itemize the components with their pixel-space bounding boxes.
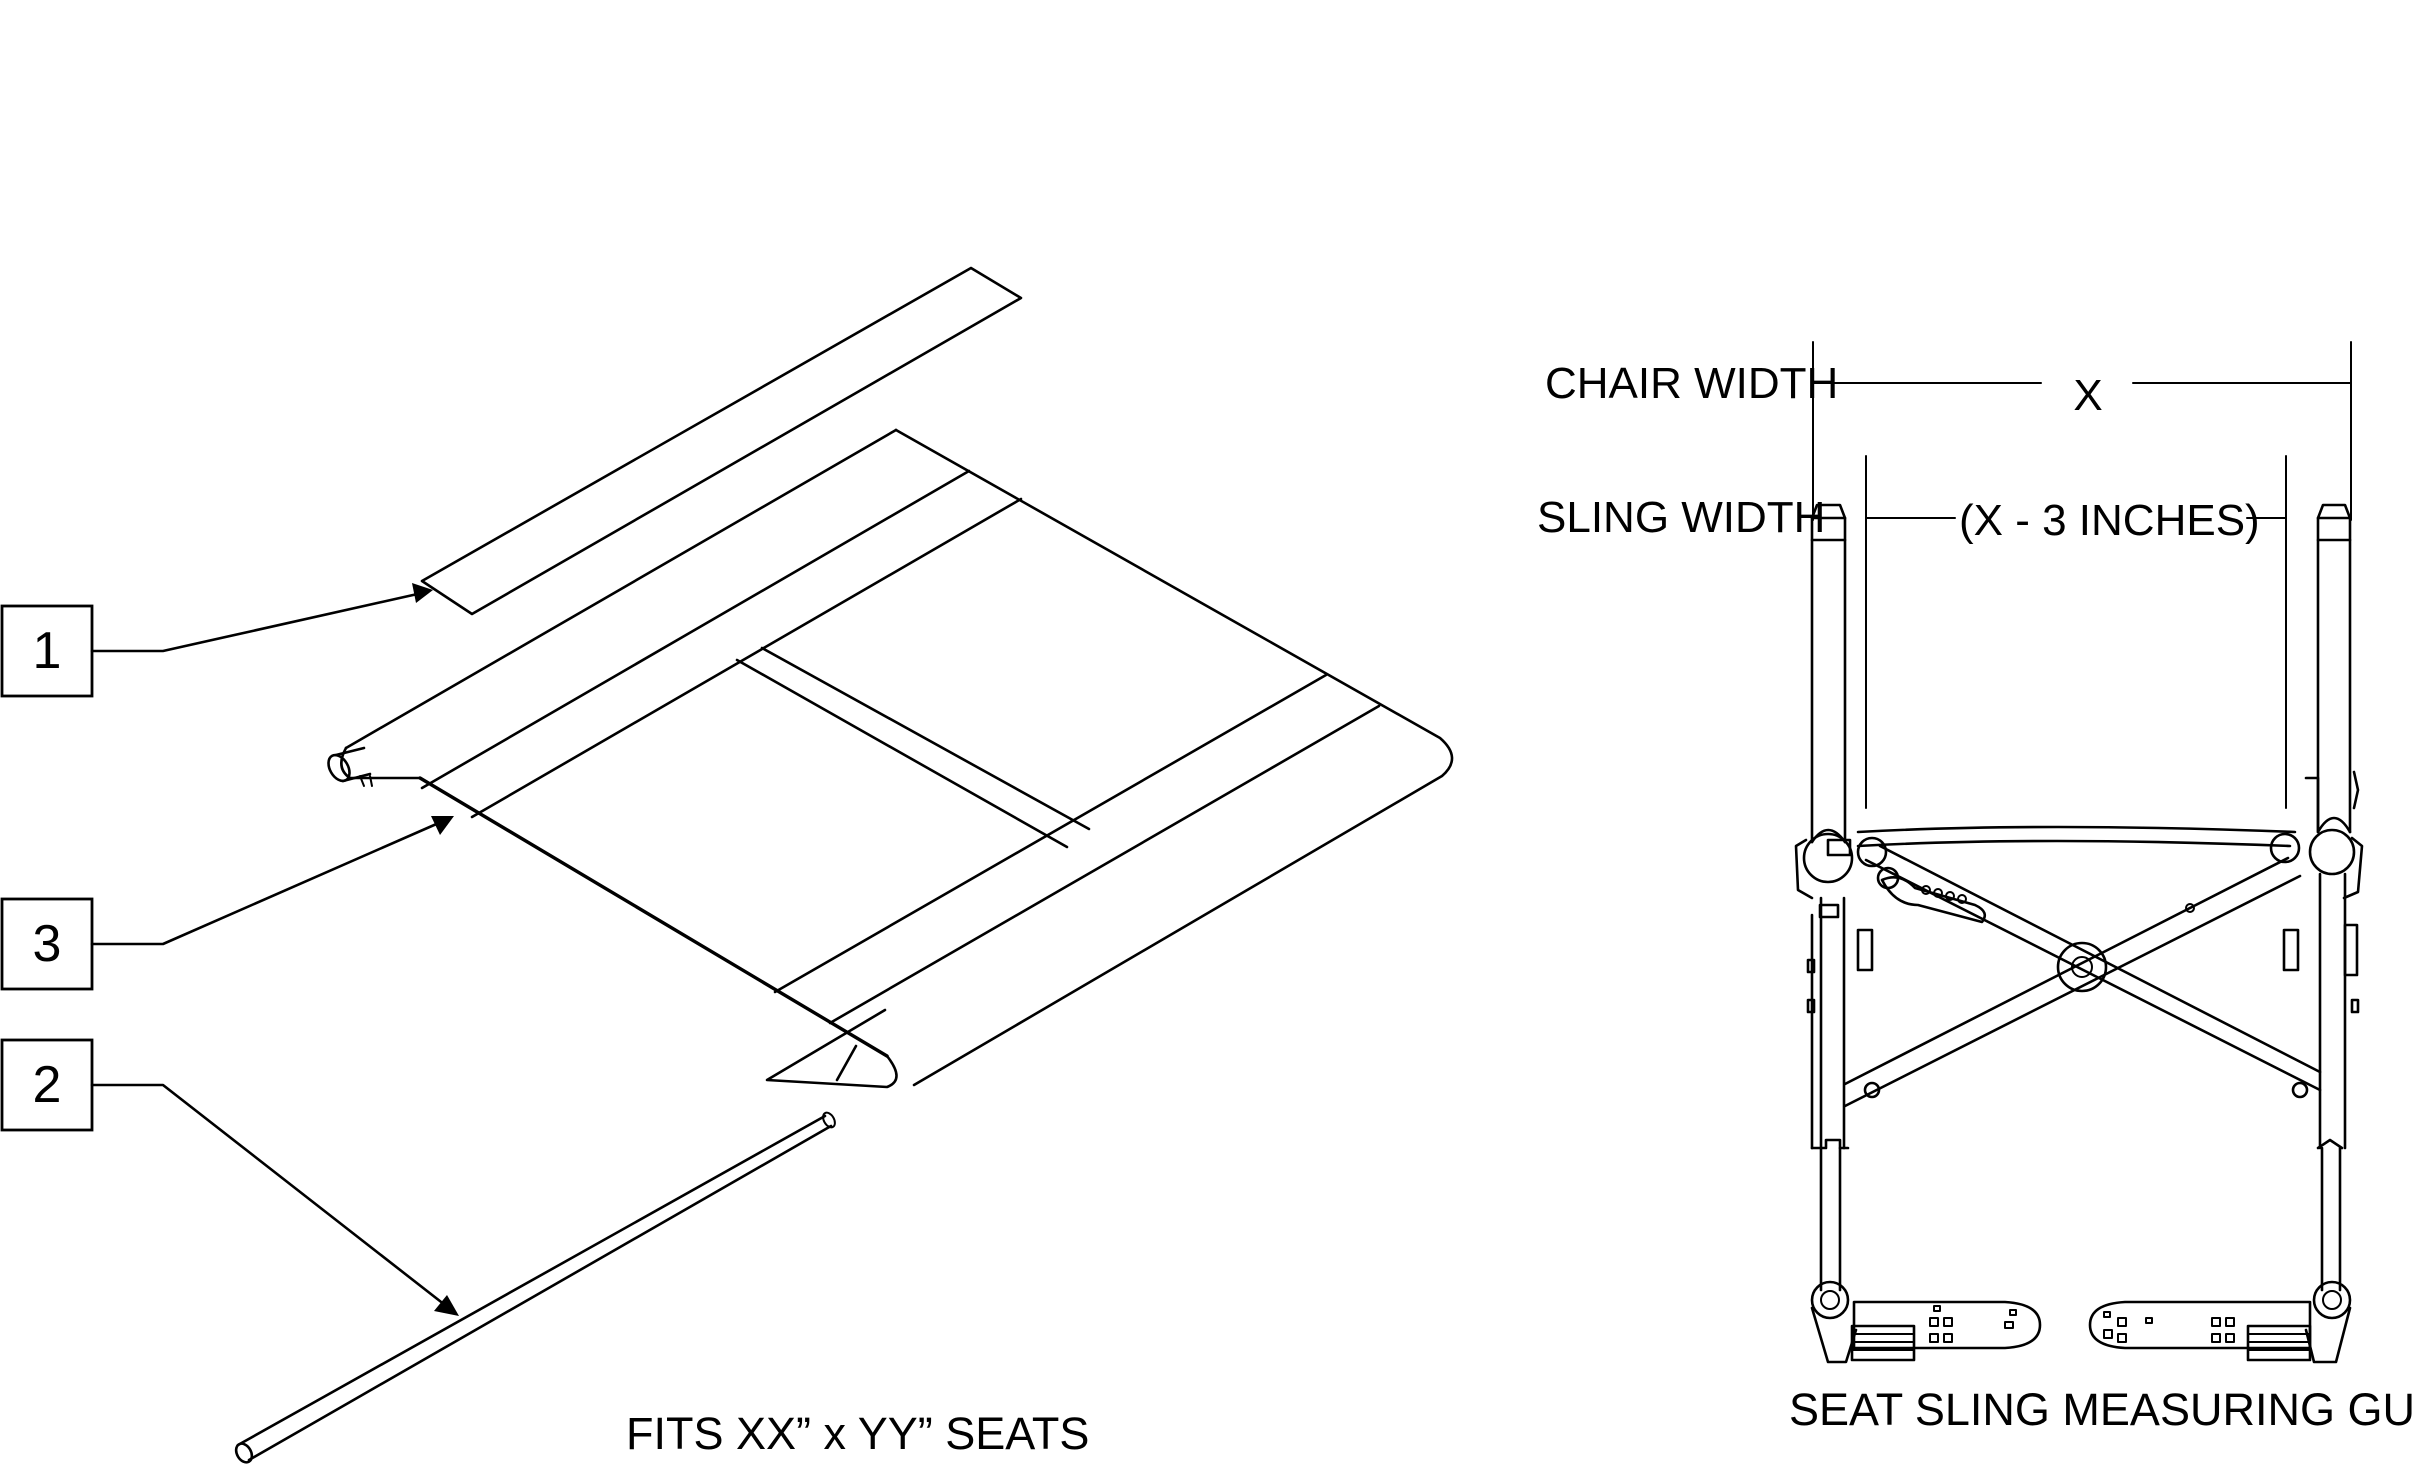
callout-2-label: 2 bbox=[33, 1056, 62, 1114]
callout-1: 1 bbox=[0, 583, 433, 698]
measuring-guide-title: SEAT SLING MEASURING GUIDE bbox=[1789, 1384, 2419, 1435]
sling-width-value: (X - 3 INCHES) bbox=[1959, 496, 2260, 545]
seat-sling-top bbox=[1856, 825, 2301, 868]
left-footplate bbox=[1850, 1300, 2042, 1362]
sling-width-label: SLING WIDTH bbox=[1537, 493, 1825, 542]
chair-width-value: X bbox=[2073, 371, 2102, 420]
callout-1-label: 1 bbox=[33, 622, 62, 680]
callout-2: 2 bbox=[0, 1038, 459, 1316]
sling-width-dimension: SLING WIDTH (X - 3 INCHES) bbox=[1537, 455, 2287, 809]
part-1-strip bbox=[420, 266, 1023, 616]
callout-3-label: 3 bbox=[33, 915, 62, 973]
part-2-rod bbox=[234, 1111, 836, 1464]
exploded-seat-sling-view: 1 3 2 FITS XX” x YY” SEATS bbox=[0, 266, 1454, 1464]
chair-width-label: CHAIR WIDTH bbox=[1545, 359, 1838, 408]
measuring-guide-view: CHAIR WIDTH X SLING WIDTH (X - 3 INCHES) bbox=[1537, 341, 2419, 1435]
right-footplate bbox=[2088, 1300, 2312, 1362]
chair-width-dimension: CHAIR WIDTH X bbox=[1545, 341, 2352, 521]
fits-seats-caption: FITS XX” x YY” SEATS bbox=[626, 1408, 1089, 1459]
part-3-sling-panel bbox=[327, 428, 1454, 1089]
left-frame-tube bbox=[1794, 503, 1874, 1364]
right-frame-tube bbox=[2282, 503, 2364, 1364]
x-brace bbox=[1843, 844, 2322, 1108]
callout-3: 3 bbox=[0, 816, 454, 991]
